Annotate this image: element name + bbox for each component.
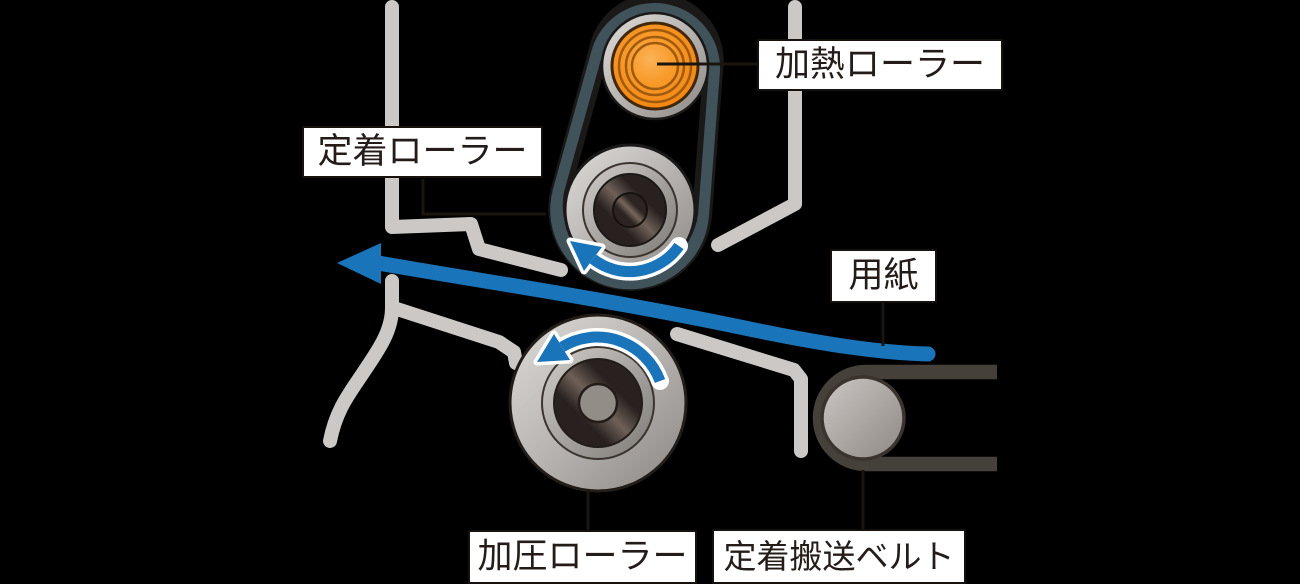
transport-belt-loop (812, 364, 997, 472)
label-paper: 用紙 (830, 249, 937, 303)
heating-roller (600, 11, 710, 121)
leader-fixing-roller (421, 179, 546, 216)
fixing-roller-rotation-arrow-icon (566, 237, 688, 281)
label-fixing-roller-text: 定着ローラー (317, 131, 528, 172)
paper-path-arrow (337, 243, 936, 362)
fuser-belt (548, 0, 724, 291)
paper-direction-arrowhead-icon (337, 243, 381, 284)
label-heating-roller: 加熱ローラー (757, 39, 1003, 91)
heating-roller-core (610, 21, 700, 111)
heating-roller-ring (617, 28, 693, 104)
label-heating-roller-text: 加熱ローラー (774, 44, 985, 85)
label-fixing-transport-belt: 定着搬送ベルト (712, 529, 966, 584)
label-fixing-transport-belt-text: 定着搬送ベルト (723, 537, 955, 576)
label-fixing-roller: 定着ローラー (302, 126, 543, 178)
label-pressure-roller-text: 加圧ローラー (477, 536, 688, 577)
fixing-roller (563, 143, 697, 277)
guide-to-pressure-roller (390, 302, 523, 370)
transport-belt-roller (820, 375, 906, 461)
guide-lower-left-curve (323, 274, 399, 448)
label-pressure-roller: 加圧ローラー (468, 530, 697, 584)
pressure-roller-rotation-arrow-icon (533, 328, 669, 390)
fixing-transport-belt (812, 364, 997, 472)
label-paper-text: 用紙 (848, 255, 919, 296)
fixing-roller-axle (612, 192, 648, 228)
pressure-roller-axle (577, 382, 619, 424)
heating-roller-ring (624, 35, 686, 97)
paper-path-line (370, 255, 936, 362)
leader-lines (421, 62, 885, 531)
heating-roller-ring (630, 41, 680, 91)
guide-lower-right (670, 327, 808, 458)
fuser-belt-band (550, 2, 721, 290)
